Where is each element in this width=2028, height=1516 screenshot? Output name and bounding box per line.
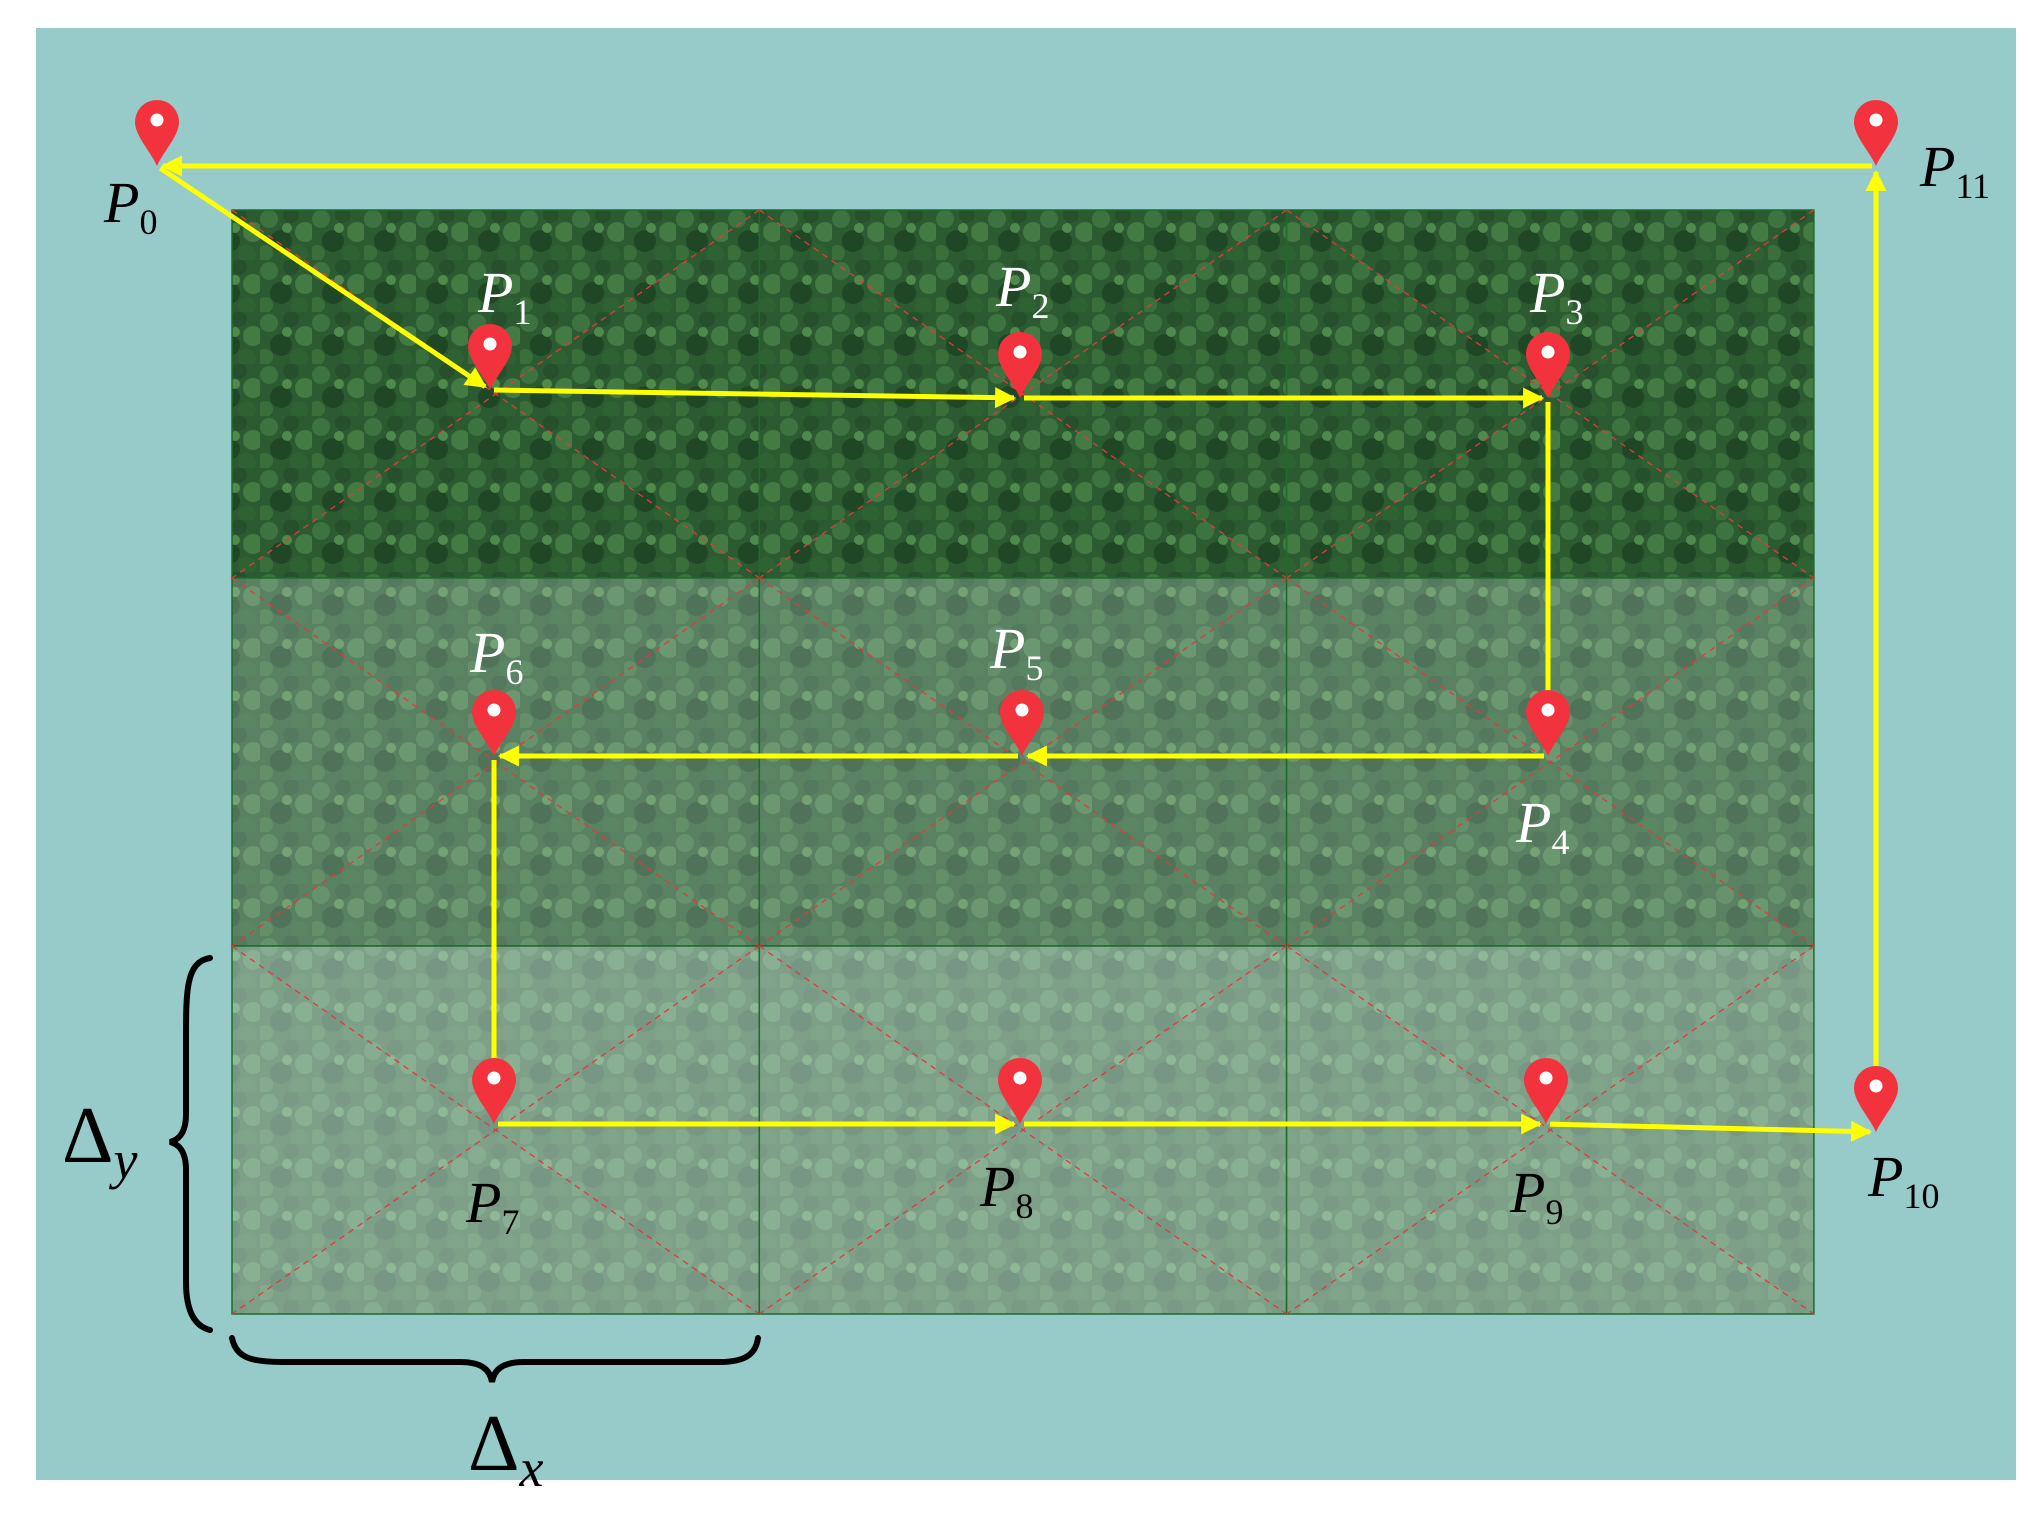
grid-cell [759,946,1286,1314]
